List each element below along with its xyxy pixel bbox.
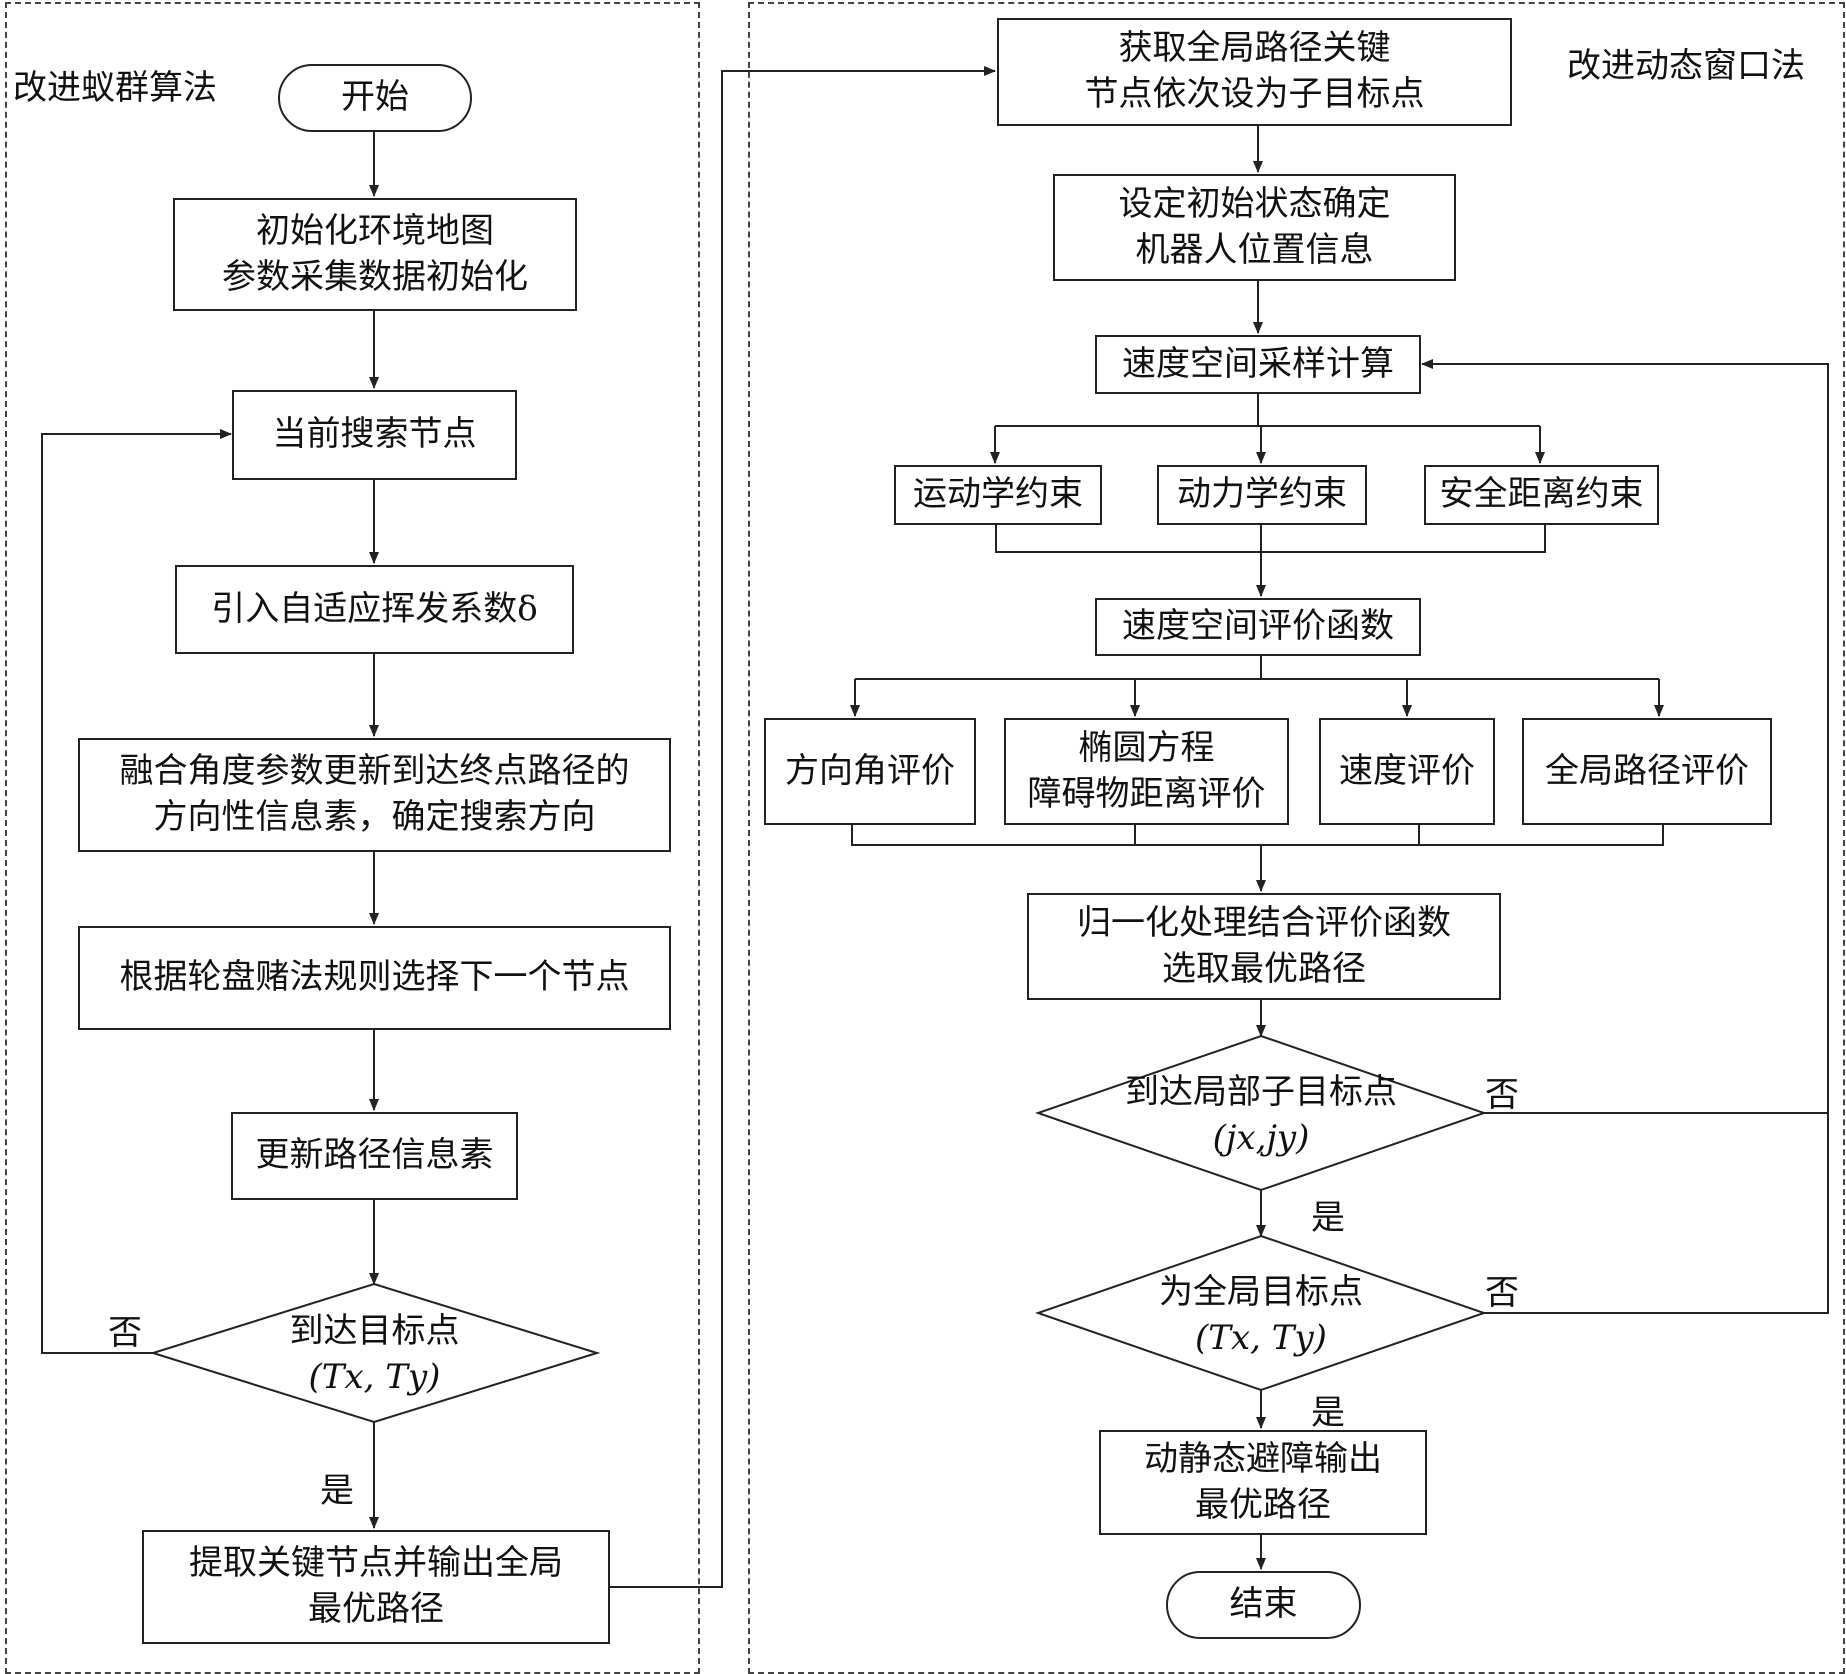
arrow-decision-no-loop xyxy=(41,429,232,1354)
start-node: 开始 xyxy=(278,64,472,132)
current-node-label: 当前搜索节点 xyxy=(272,414,477,455)
extract-node: 提取关键节点并输出全局 最优路径 xyxy=(142,1530,610,1644)
output-node: 动静态避障输出 最优路径 xyxy=(1099,1430,1427,1535)
init-node: 初始化环境地图 参数采集数据初始化 xyxy=(173,198,577,311)
left-yes-label: 是 xyxy=(320,1471,354,1511)
ellipse-line-2: 障碍物距离评价 xyxy=(1027,773,1266,814)
global-yes-label: 是 xyxy=(1311,1393,1345,1433)
init-line-1: 初始化环境地图 xyxy=(256,210,494,251)
current-node: 当前搜索节点 xyxy=(232,390,517,480)
extract-line-1: 提取关键节点并输出全局 xyxy=(189,1543,563,1584)
arrow-local-no-loop xyxy=(1421,359,1829,1114)
left-panel-title: 改进蚁群算法 xyxy=(13,68,217,108)
global-eval-label: 全局路径评价 xyxy=(1545,750,1749,791)
local-yes-label: 是 xyxy=(1311,1198,1345,1238)
get-nodes-node: 获取全局路径关键 节点依次设为子目标点 xyxy=(997,18,1512,126)
get-nodes-line-1: 获取全局路径关键 xyxy=(1118,28,1391,69)
global-decision-line-1: 为全局目标点 xyxy=(1159,1272,1363,1313)
introduce-node: 引入自适应挥发系数δ xyxy=(175,565,574,654)
heading-node: 方向角评价 xyxy=(764,718,976,825)
roulette-node: 根据轮盘赌法规则选择下一个节点 xyxy=(78,926,671,1030)
safety-node: 安全距离约束 xyxy=(1424,465,1659,525)
left-no-label: 否 xyxy=(108,1313,142,1353)
heading-label: 方向角评价 xyxy=(785,750,955,791)
normalize-line-1: 归一化处理结合评价函数 xyxy=(1077,902,1451,943)
line-global-no-loop xyxy=(1484,1113,1829,1314)
left-panel xyxy=(5,2,700,1674)
speed-eval-label: 速度评价 xyxy=(1339,750,1475,791)
fuse-line-2: 方向性信息素，确定搜索方向 xyxy=(153,797,596,837)
line-evals-merge xyxy=(851,825,1664,846)
eval-func-node: 速度空间评价函数 xyxy=(1095,598,1421,656)
left-decision-line-1: 到达目标点 xyxy=(289,1311,460,1352)
kinematic-label: 运动学约束 xyxy=(913,474,1083,515)
update-node: 更新路径信息素 xyxy=(231,1112,518,1200)
global-no-label: 否 xyxy=(1485,1273,1519,1313)
set-init-line-2: 机器人位置信息 xyxy=(1135,229,1374,270)
normalize-node: 归一化处理结合评价函数 选取最优路径 xyxy=(1027,893,1501,1000)
introduce-label: 引入自适应挥发系数δ xyxy=(211,588,538,629)
velocity-sample-label: 速度空间采样计算 xyxy=(1122,343,1394,384)
local-no-label: 否 xyxy=(1485,1075,1519,1115)
ellipse-line-1: 椭圆方程 xyxy=(1078,727,1215,768)
dynamic-node: 动力学约束 xyxy=(1157,465,1367,525)
set-init-node: 设定初始状态确定 机器人位置信息 xyxy=(1053,174,1456,281)
safety-label: 安全距离约束 xyxy=(1439,474,1644,515)
speed-eval-node: 速度评价 xyxy=(1319,718,1495,825)
global-decision-line-2: (Tx, Ty) xyxy=(1195,1318,1327,1358)
start-label: 开始 xyxy=(341,77,409,118)
local-decision-line-1: 到达局部子目标点 xyxy=(1125,1072,1397,1113)
set-init-line-1: 设定初始状态确定 xyxy=(1118,183,1391,224)
left-decision-text: 到达目标点 (Tx, Ty) xyxy=(233,1311,516,1398)
fuse-line-1: 融合角度参数更新到达终点路径的 xyxy=(119,751,630,792)
extract-line-2: 最优路径 xyxy=(308,1589,444,1629)
end-node: 结束 xyxy=(1166,1571,1361,1639)
init-line-2: 参数采集数据初始化 xyxy=(222,256,528,297)
line-constraints-merge xyxy=(995,525,1546,553)
normalize-line-2: 选取最优路径 xyxy=(1162,948,1366,989)
output-line-1: 动静态避障输出 xyxy=(1144,1438,1382,1479)
right-panel-title: 改进动态窗口法 xyxy=(1567,46,1805,86)
global-decision-text: 为全局目标点 (Tx, Ty) xyxy=(1110,1268,1412,1364)
right-panel xyxy=(748,2,1845,1674)
global-eval-node: 全局路径评价 xyxy=(1522,718,1772,825)
dynamic-label: 动力学约束 xyxy=(1177,474,1347,515)
end-label: 结束 xyxy=(1229,1584,1298,1625)
get-nodes-line-2: 节点依次设为子目标点 xyxy=(1084,74,1425,114)
fuse-node: 融合角度参数更新到达终点路径的 方向性信息素，确定搜索方向 xyxy=(78,738,671,852)
kinematic-node: 运动学约束 xyxy=(894,465,1102,525)
local-decision-line-2: (jx,jy) xyxy=(1212,1118,1310,1158)
update-label: 更新路径信息素 xyxy=(255,1135,494,1176)
left-decision-line-2: (Tx, Ty) xyxy=(308,1357,441,1397)
output-line-2: 最优路径 xyxy=(1195,1484,1331,1525)
eval-func-label: 速度空间评价函数 xyxy=(1122,606,1394,647)
ellipse-node: 椭圆方程 障碍物距离评价 xyxy=(1004,718,1289,825)
local-decision-text: 到达局部子目标点 (jx,jy) xyxy=(1090,1068,1432,1164)
roulette-label: 根据轮盘赌法规则选择下一个节点 xyxy=(119,957,630,998)
arrow-extract-to-right xyxy=(610,66,996,1588)
velocity-sample-node: 速度空间采样计算 xyxy=(1095,335,1421,394)
